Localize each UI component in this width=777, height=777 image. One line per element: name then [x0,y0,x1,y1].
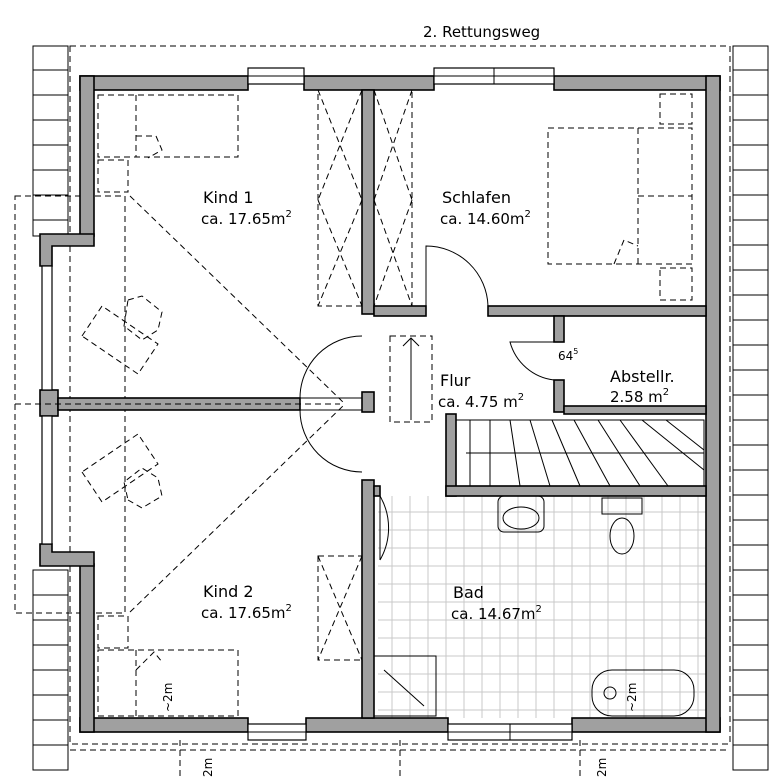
dimension-2m-right: 2m [595,758,609,777]
windows [41,67,573,741]
staircase [455,419,705,487]
doors [299,245,564,561]
room-area-kind1: ca. 17.65m2 [201,209,292,228]
room-name-abstellraum: Abstellr. [610,367,675,386]
attic-ladder-arrow [402,337,420,420]
room-area-kind2: ca. 17.65m2 [201,603,292,622]
approx-height-kind2: ~2m [161,683,175,712]
approx-height-bad: ~2m [625,683,639,712]
room-name-flur: Flur [440,371,471,390]
furniture [15,93,693,717]
roof-outline [69,45,731,745]
rettungsweg-label: 2. Rettungsweg [423,23,540,41]
bathroom-fixtures [373,495,695,717]
left-eave [32,45,69,771]
room-name-bad: Bad [453,583,484,602]
bathroom-tiles [378,496,706,718]
right-eave [732,45,769,771]
height-marker: 645 [558,347,578,363]
dimension-2m-left: 2m [201,758,215,777]
closets [317,89,433,661]
outer-walls [39,75,721,733]
room-area-flur: ca. 4.75 m2 [438,392,524,411]
dimension-lines [15,403,730,777]
room-name-kind2: Kind 2 [203,582,254,601]
room-area-abstellraum: 2.58 m2 [610,387,669,406]
room-area-schlafen: ca. 14.60m2 [440,209,531,228]
room-area-bad: ca. 14.67m2 [451,604,542,623]
room-name-kind1: Kind 1 [203,188,254,207]
room-name-schlafen: Schlafen [442,188,511,207]
